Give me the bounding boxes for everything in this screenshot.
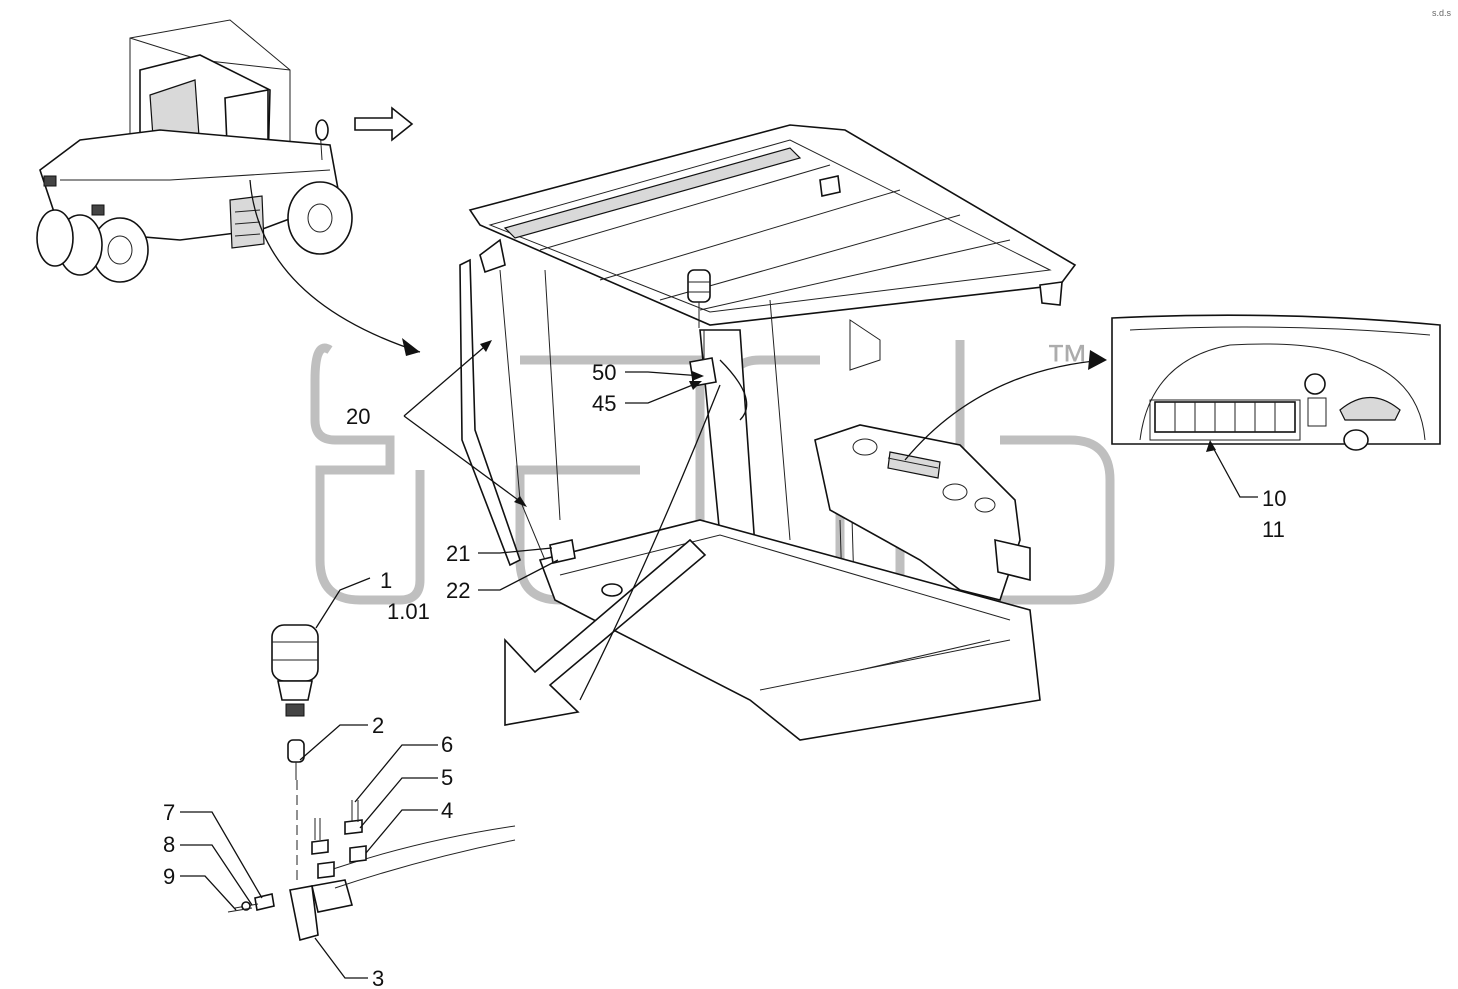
callout-7: 7 (163, 800, 175, 825)
cab-assembly (459, 124, 1077, 741)
corner-mark: s.d.s (1432, 8, 1452, 18)
callout-5: 5 (441, 765, 453, 790)
callout-50: 50 (592, 360, 616, 385)
callout-2: 2 (372, 713, 384, 738)
callout-11: 11 (1262, 517, 1285, 542)
callout-1-01: 1.01 (387, 599, 430, 624)
beacon-exploded-view (227, 624, 516, 942)
callout-10: 10 (1262, 486, 1286, 511)
callout-8: 8 (163, 832, 175, 857)
callout-20: 20 (346, 404, 370, 429)
callout-21: 21 (446, 541, 470, 566)
callout-1: 1 (380, 568, 392, 593)
callout-45: 45 (592, 391, 616, 416)
callout-9: 9 (163, 864, 175, 889)
watermark-tm: ™ (1045, 336, 1089, 385)
callout-3: 3 (372, 966, 384, 989)
roller-machine-overview (36, 19, 353, 283)
dashboard-inset (1111, 314, 1441, 451)
callout-22: 22 (446, 578, 470, 603)
callout-6: 6 (441, 732, 453, 757)
leader-lines (180, 340, 1258, 979)
callout-labels: 1 1.01 2 3 4 5 6 7 8 9 10 11 20 21 22 45… (163, 360, 1286, 989)
callout-4: 4 (441, 798, 453, 823)
